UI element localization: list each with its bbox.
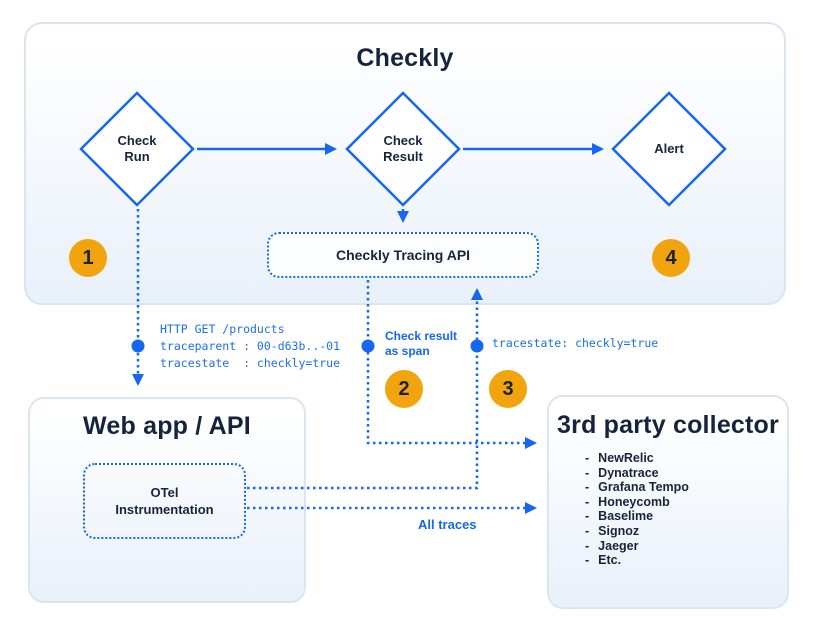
check-result-as-span-annotation: Check result as span (385, 329, 458, 358)
dash-bullet: - (585, 509, 590, 524)
checkly-tracing-api-box: Checkly Tracing API (267, 232, 539, 278)
collector-item: -Dynatrace (585, 466, 689, 481)
collector-item-label: Signoz (598, 523, 640, 538)
web-app-title: Web app / API (83, 412, 251, 440)
collector-item-label: Honeycomb (598, 494, 670, 509)
collector-item-label: Grafana Tempo (598, 480, 689, 495)
collector-item: -Jaeger (585, 539, 689, 554)
arrow-tracing-api-to-collector (366, 280, 537, 449)
check-result-label: Check Result (383, 133, 423, 164)
alert-diamond (611, 91, 727, 207)
step-badge-3: 3 (489, 370, 527, 408)
dash-bullet: - (585, 538, 590, 553)
collector-item-label: Jaeger (598, 538, 639, 553)
dash-bullet: - (585, 451, 590, 465)
alert-label: Alert (654, 141, 684, 156)
collector-item: -NewRelic (585, 451, 689, 466)
dash-bullet: - (585, 523, 590, 538)
collector-item: -Honeycomb (585, 495, 689, 510)
step-badge-1: 1 (69, 239, 107, 277)
arrow-otel-to-tracing-api (247, 288, 483, 490)
dash-bullet: - (585, 494, 590, 509)
all-traces-label: All traces (418, 517, 477, 532)
collector-item-label: Baselime (598, 509, 654, 524)
dash-bullet: - (585, 465, 590, 480)
dot-http-request (131, 339, 145, 353)
collector-item: -Etc. (585, 553, 689, 568)
dot-check-result-span (361, 339, 375, 353)
collector-item-label: Dynatrace (598, 465, 659, 480)
third-party-collector-panel (547, 395, 789, 609)
otel-instrumentation-label: OTel Instrumentation (115, 485, 214, 517)
collector-item: -Baselime (585, 509, 689, 524)
checkly-tracing-api-label: Checkly Tracing API (335, 247, 471, 263)
checkly-title: Checkly (356, 44, 454, 72)
step-badge-2: 2 (385, 370, 423, 408)
dot-tracestate (470, 339, 484, 353)
collector-list: -NewRelic -Dynatrace -Grafana Tempo -Hon… (585, 451, 689, 568)
check-run-label: Check Run (117, 133, 157, 164)
otel-instrumentation-box: OTel Instrumentation (83, 463, 246, 539)
collector-item-label: Etc. (598, 553, 622, 568)
collector-item: -Grafana Tempo (585, 480, 689, 495)
collector-item: -Signoz (585, 524, 689, 539)
http-request-annotation: HTTP GET /products traceparent : 00-d63b… (160, 322, 341, 370)
check-run-diamond (79, 91, 195, 207)
dash-bullet: - (585, 480, 590, 495)
collector-item-label: NewRelic (598, 451, 654, 465)
step-badge-4: 4 (652, 239, 690, 277)
web-app-panel (28, 397, 306, 603)
check-result-diamond (345, 91, 461, 207)
collector-title: 3rd party collector (557, 411, 779, 439)
dash-bullet: - (585, 553, 590, 568)
tracestate-annotation: tracestate: checkly=true (492, 336, 659, 350)
